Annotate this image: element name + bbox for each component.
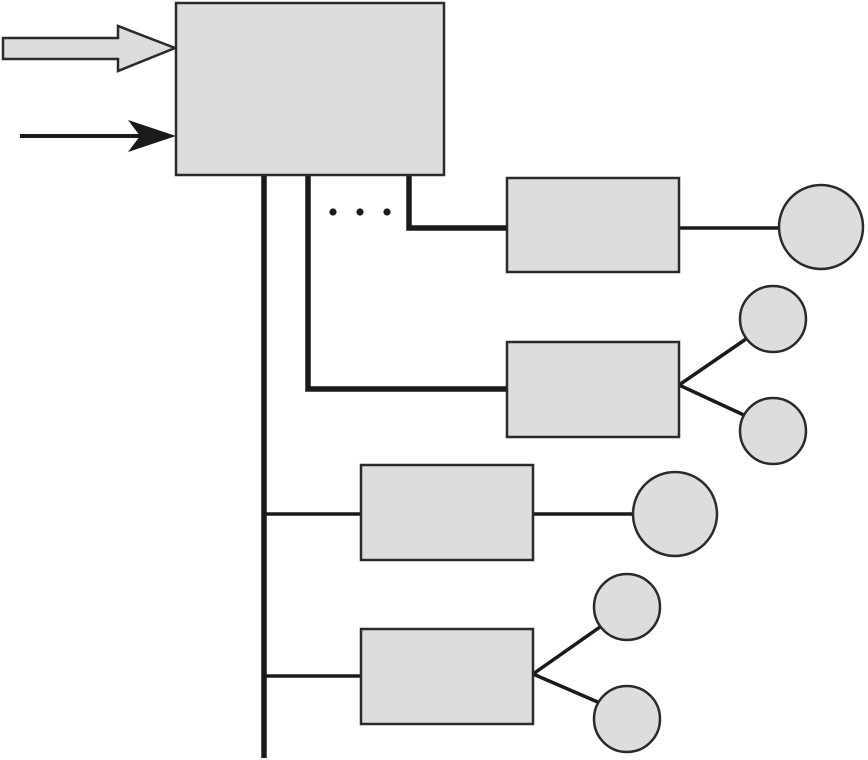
wiring (261, 176, 779, 758)
input-wide-arrow (1, 24, 179, 73)
branch-4-block (359, 627, 535, 726)
branch-4-node-upper (592, 572, 662, 642)
branch-4-node-wire-lower (532, 672, 601, 705)
main-block (174, 1, 446, 177)
inner-bus-wire (305, 176, 507, 392)
branch-2-block (505, 340, 681, 439)
input-thin-arrow (20, 120, 176, 152)
branch-2-node-wire-lower (678, 383, 747, 418)
input-thin-arrow-head (128, 120, 176, 152)
branch-2-node-upper (738, 284, 808, 354)
ellipsis-dot (356, 208, 364, 216)
branch-4-node-wire-upper (531, 625, 602, 676)
branch-3-node (631, 470, 719, 558)
branch-4-node-lower (592, 684, 662, 754)
ellipsis-dot (329, 208, 337, 216)
branch-1-block (505, 176, 681, 274)
ellipsis (329, 208, 391, 216)
branch-2-node-lower (738, 396, 808, 466)
ellipsis-dot (383, 208, 391, 216)
branch-1-feed-wire (406, 176, 507, 231)
branch-3-block (359, 463, 535, 562)
branch-1-node (777, 183, 865, 271)
branch-2-node-wire-upper (678, 337, 747, 387)
